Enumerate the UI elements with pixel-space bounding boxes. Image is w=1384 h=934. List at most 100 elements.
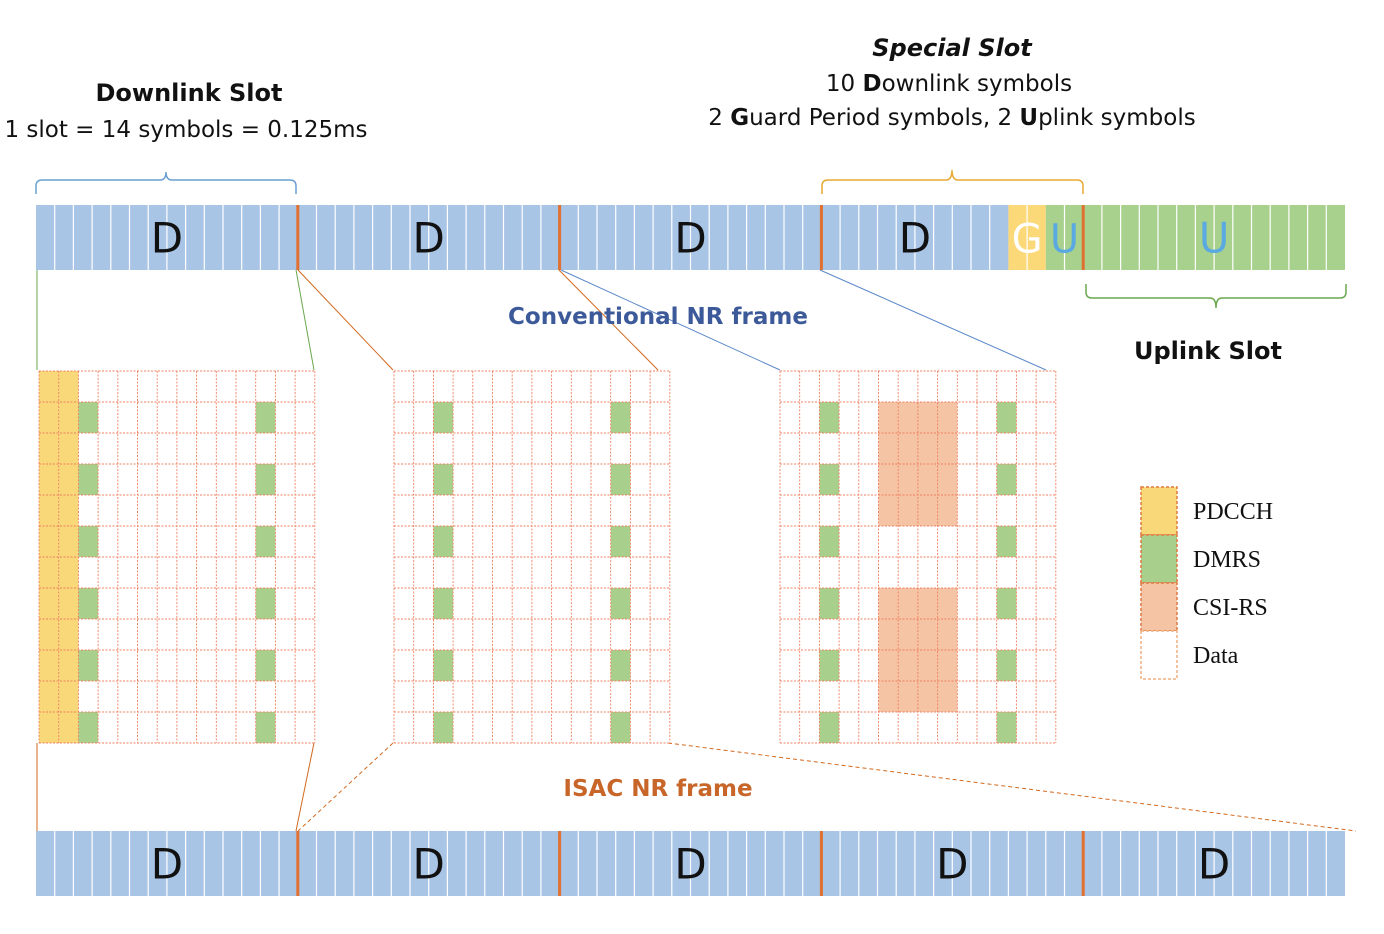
dmrs-cell — [78, 464, 99, 495]
conventional-slot-3: D — [559, 205, 822, 270]
special-slot-line2: 2 Guard Period symbols, 2 Uplink symbols — [708, 105, 1195, 131]
dmrs-cell — [255, 526, 276, 557]
resource-grids — [38, 370, 1057, 744]
slot-label-d: D — [674, 214, 706, 263]
slot-boundary — [819, 205, 823, 270]
dmrs-cell — [78, 650, 99, 681]
conventional-slot-5: U — [1083, 205, 1345, 270]
isac-slot-3: D — [559, 831, 822, 896]
slot-label-u: U — [1199, 214, 1230, 263]
dmrs-cell — [78, 402, 99, 433]
uplink-slot-brace — [1085, 284, 1347, 309]
dmrs-cell — [433, 712, 454, 743]
slot-boundary — [558, 205, 562, 270]
dmrs-cell — [610, 712, 631, 743]
legend-label: Data — [1193, 643, 1239, 669]
dmrs-cell — [819, 588, 840, 619]
isac-slot-5: D — [1083, 831, 1345, 896]
isac-slot-1: D — [36, 831, 298, 896]
conventional-frame-caption: Conventional NR frame — [508, 304, 808, 330]
legend-item-dmrs: DMRS — [1140, 534, 1261, 584]
pdcch-cell — [39, 371, 59, 743]
slot-label-d: D — [151, 214, 183, 263]
dmrs-cell — [610, 464, 631, 495]
slot-label-d: D — [1198, 840, 1230, 889]
dmrs-cell — [996, 650, 1017, 681]
special-slot-title: Special Slot — [872, 34, 1033, 62]
dmrs-cell — [433, 588, 454, 619]
dmrs-cell — [255, 588, 276, 619]
legend-label: DMRS — [1193, 547, 1261, 573]
legend-item-csi-rs: CSI-RS — [1140, 582, 1268, 632]
grid-isac-csirs — [779, 370, 1057, 744]
slot-label-d: D — [413, 214, 445, 263]
slot-boundary — [819, 831, 823, 896]
dmrs-cell — [433, 650, 454, 681]
dmrs-cell — [78, 526, 99, 557]
grid-conventional-downlink — [38, 370, 316, 744]
legend-item-pdcch: PDCCH — [1140, 486, 1273, 536]
dmrs-cell — [433, 402, 454, 433]
dmrs-cell — [610, 650, 631, 681]
dmrs-cell — [255, 402, 276, 433]
dmrs-cell — [78, 712, 99, 743]
slot-label-d: D — [899, 214, 931, 263]
connector-grid2-left — [297, 269, 394, 371]
dmrs-cell — [819, 526, 840, 557]
connector-isac-3 — [297, 742, 394, 832]
downlink-slot-title: Downlink Slot — [96, 79, 283, 107]
dmrs-cell — [255, 650, 276, 681]
slot-boundary — [1081, 205, 1085, 270]
slot-boundary — [296, 205, 300, 270]
isac-frame-caption: ISAC NR frame — [563, 776, 752, 802]
dmrs-cell — [996, 588, 1017, 619]
isac-slot-2: D — [297, 831, 560, 896]
dmrs-cell — [255, 712, 276, 743]
dmrs-cell — [610, 402, 631, 433]
dmrs-cell — [819, 402, 840, 433]
slot-label-d: D — [413, 840, 445, 889]
downlink-slot-brace — [35, 171, 297, 194]
isac-slot-4: D — [821, 831, 1084, 896]
legend: PDCCH DMRS CSI-RS Data — [1140, 486, 1273, 680]
slot-boundary — [558, 831, 562, 896]
grid-isac-dmrs — [393, 370, 671, 744]
uplink-slot-title: Uplink Slot — [1134, 337, 1282, 365]
dmrs-cell — [255, 464, 276, 495]
legend-label: PDCCH — [1193, 499, 1273, 525]
special-slot-brace — [821, 169, 1084, 194]
dmrs-cell — [996, 464, 1017, 495]
slot-boundary — [1081, 831, 1085, 896]
dmrs-cell — [433, 464, 454, 495]
conventional-slot-2: D — [297, 205, 560, 270]
slot-label-d: D — [151, 840, 183, 889]
dmrs-cell — [996, 712, 1017, 743]
slot-label-d: D — [674, 840, 706, 889]
dmrs-cell — [819, 464, 840, 495]
connector-isac-4 — [667, 742, 1357, 832]
dmrs-cell — [996, 526, 1017, 557]
dmrs-cell — [78, 588, 99, 619]
legend-swatch — [1140, 630, 1178, 680]
dmrs-cell — [610, 588, 631, 619]
connector-grid1-right — [295, 269, 315, 371]
dmrs-cell — [996, 402, 1017, 433]
legend-swatch — [1140, 534, 1178, 584]
connector-grid2-right — [558, 269, 659, 371]
conventional-slot-1: D — [36, 205, 298, 270]
special-slot-line1: 10 Downlink symbols — [826, 71, 1072, 97]
dmrs-cell — [433, 526, 454, 557]
dmrs-cell — [610, 526, 631, 557]
slot-label-d: D — [936, 840, 968, 889]
legend-swatch — [1140, 582, 1178, 632]
connector-grid3-right — [819, 269, 1047, 371]
slot-boundary — [296, 831, 300, 896]
slot-label-g: G — [1012, 217, 1043, 263]
legend-label: CSI-RS — [1193, 595, 1268, 621]
legend-swatch — [1140, 486, 1178, 536]
slot-label-u: U — [1050, 217, 1079, 263]
